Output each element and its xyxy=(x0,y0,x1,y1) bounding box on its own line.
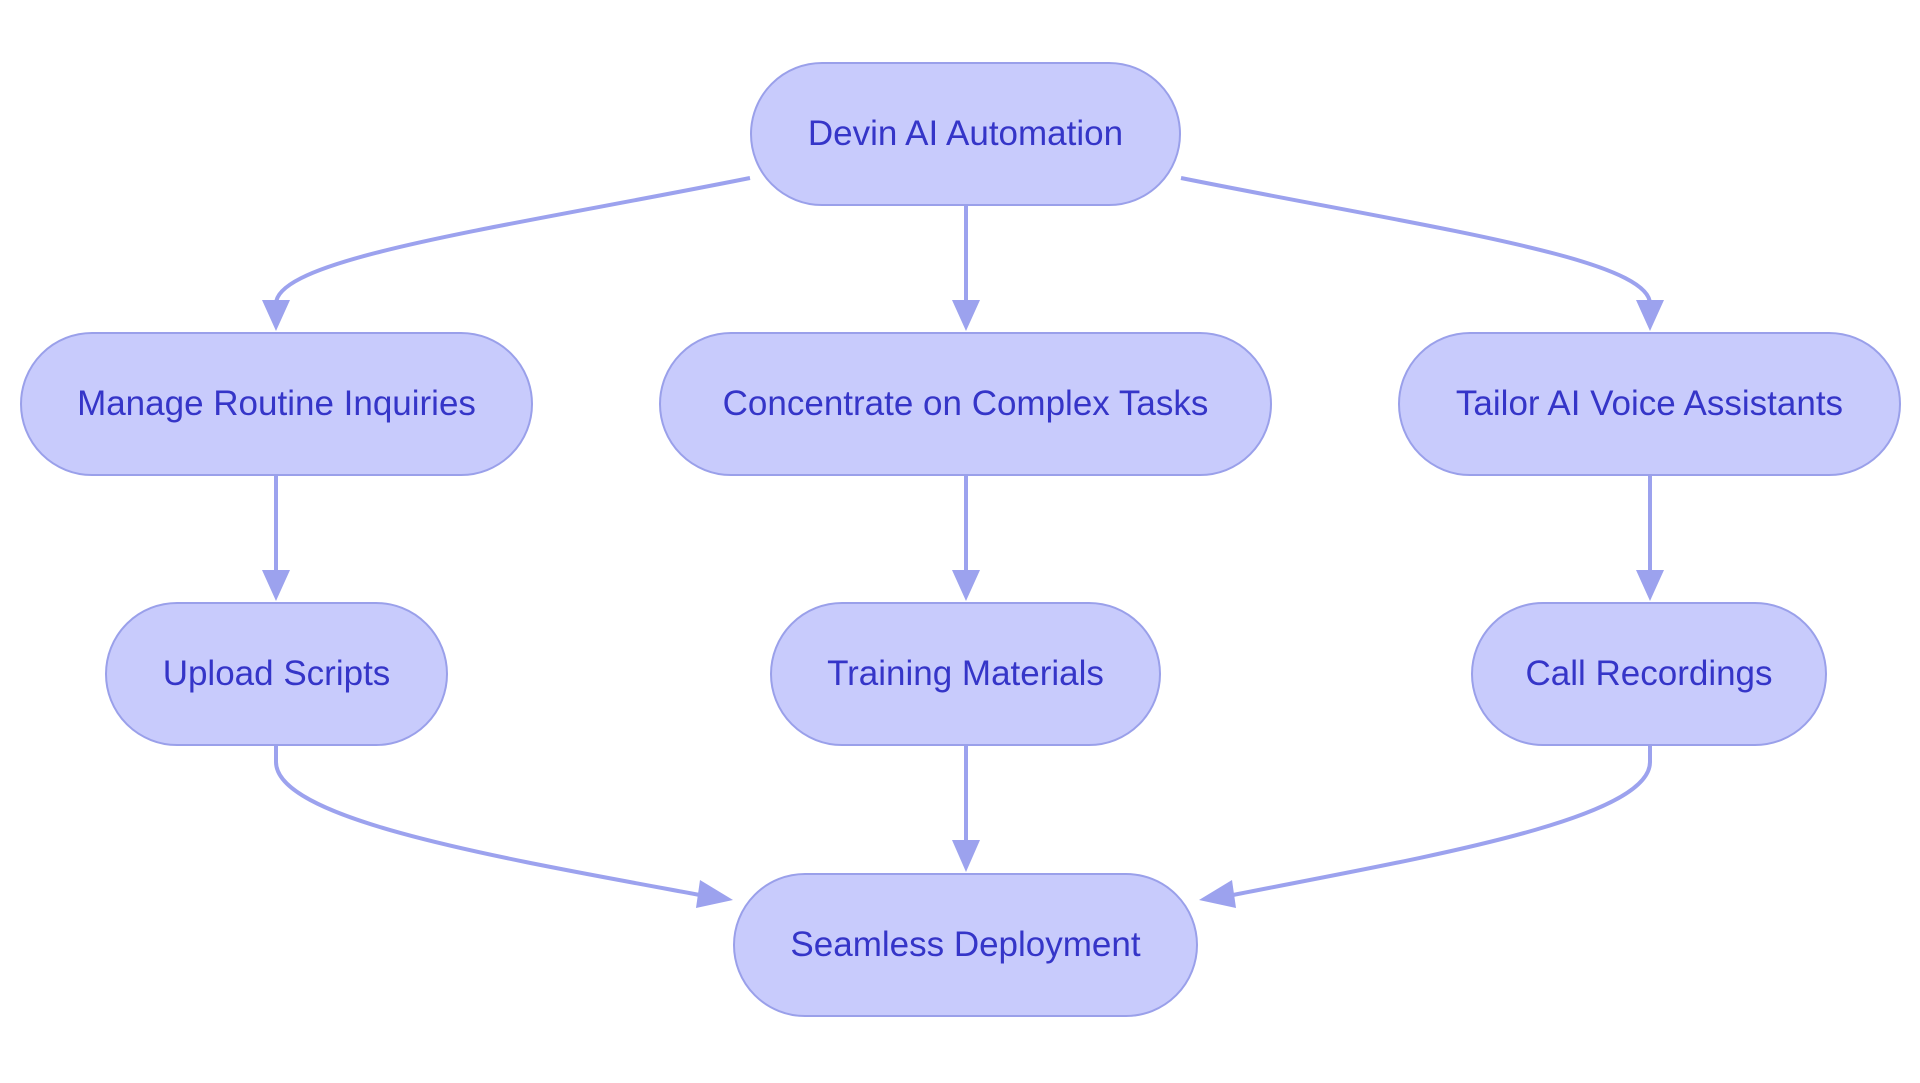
edge-root-to-routine xyxy=(274,176,751,305)
arrowhead-scripts xyxy=(262,570,290,601)
node-upload-scripts: Upload Scripts xyxy=(105,602,448,746)
edge-calls-to-deploy xyxy=(1232,746,1652,897)
node-seamless-deployment: Seamless Deployment xyxy=(733,873,1198,1017)
node-concentrate-on-complex-tasks: Concentrate on Complex Tasks xyxy=(659,332,1272,476)
arrowhead-training xyxy=(952,570,980,601)
arrowhead-routine xyxy=(262,300,290,331)
arrowhead-calls xyxy=(1636,570,1664,601)
node-devin-ai-automation: Devin AI Automation xyxy=(750,62,1181,206)
arrowhead-complex xyxy=(952,300,980,331)
edge-scripts-to-deploy xyxy=(274,746,701,897)
node-manage-routine-inquiries: Manage Routine Inquiries xyxy=(20,332,533,476)
arrowhead-voice xyxy=(1636,300,1664,331)
arrowhead-deploy-center xyxy=(952,840,980,872)
arrowhead-deploy-right xyxy=(1199,880,1236,908)
arrowhead-deploy-left xyxy=(696,880,733,908)
node-call-recordings: Call Recordings xyxy=(1471,602,1827,746)
node-training-materials: Training Materials xyxy=(770,602,1161,746)
node-tailor-ai-voice-assistants: Tailor AI Voice Assistants xyxy=(1398,332,1901,476)
edge-root-to-voice xyxy=(1180,176,1652,305)
